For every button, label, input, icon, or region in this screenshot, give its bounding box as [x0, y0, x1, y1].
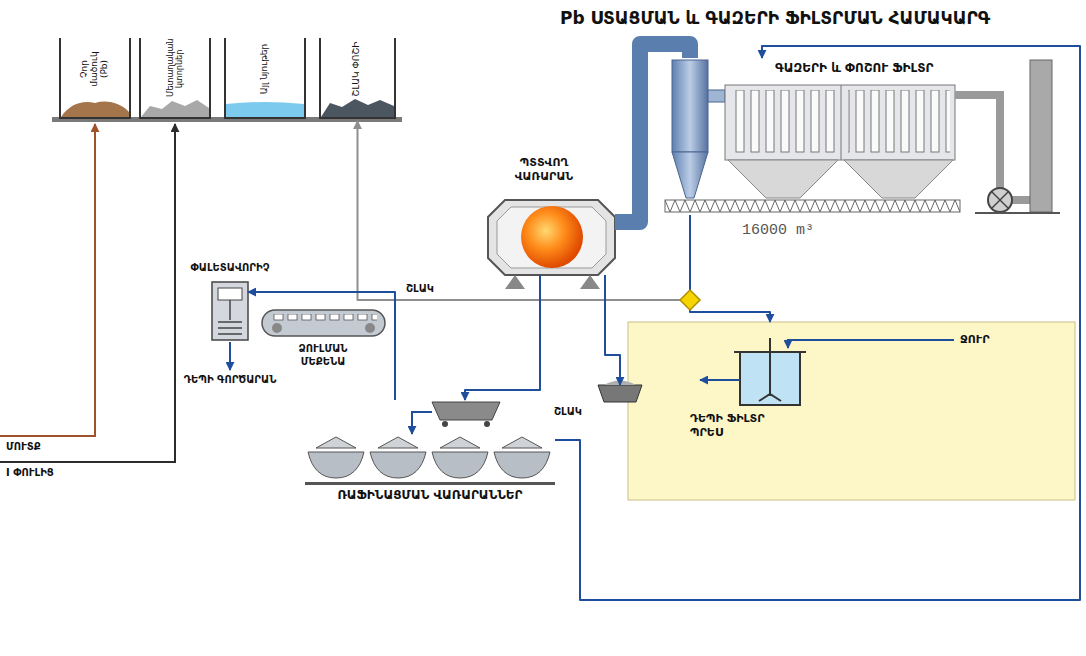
process-node: ՋՈՒՐ ԴԵՊԻ ՖԻԼՏՐ ՊՐԵՍ: [628, 322, 1075, 500]
flow-connector: [605, 275, 620, 385]
process-node: Այլ նյութեր: [225, 38, 305, 121]
plain-label: ՄՈՒՏՔ: [6, 441, 41, 453]
refining-kettle: [370, 452, 426, 478]
conveyor-wheel: [272, 323, 282, 333]
connector-label: ՇԼԱԿ: [404, 283, 436, 295]
node-label: Մետաղական կտորներ: [166, 41, 184, 97]
process-node: ԳԱԶԵՐԻ և ՓՈՇՈՒ ՖԻԼՏՐ: [662, 58, 958, 215]
slag-pot: [598, 385, 642, 402]
node-label: ՓԱԼԵՏԱՎՈՐԻՉ: [180, 262, 280, 274]
filter-bags: [730, 90, 835, 154]
node-label: ՊՏՏՎՈՂ ՎԱՌԱՐԱՆ: [502, 156, 586, 184]
node-label: ՇԼԱԿ ՓՈՇԻ: [352, 41, 362, 97]
cyclone-body: [672, 60, 708, 152]
cyclone-cone: [672, 152, 708, 198]
casting-conveyor: [262, 310, 385, 336]
paste-pile: [61, 102, 129, 117]
furnace-fire: [521, 206, 583, 268]
water-line: [788, 340, 954, 348]
ladle-wheel: [442, 421, 448, 427]
furnace-shell: [488, 200, 615, 275]
connecting-pipe: [708, 90, 725, 102]
exhaust-pipe: [1012, 196, 1030, 204]
node-label: ԳԱԶԵՐԻ և ՓՈՇՈՒ ՖԻԼՏՐ: [775, 61, 934, 75]
process-node: ՌԱՖԻՆԱՑՄԱՆ ՎԱՌԱՐԱՆՆԵՐ: [305, 400, 555, 480]
process-node: ՊՏՏՎՈՂ ՎԱՌԱՐԱՆ: [488, 200, 615, 275]
refining-kettle: [432, 452, 488, 478]
treatment-area: [628, 322, 1075, 500]
plain-label: ԴԵՊԻ ԳՈՐԾԱՐԱՆ: [180, 374, 280, 386]
process-node: ՇԼԱԿ: [598, 385, 642, 403]
plain-label: I ՓՈՒԼԻՑ: [6, 467, 54, 479]
mixer-shaft: [769, 338, 771, 396]
screw-conveyor: [665, 200, 960, 212]
diagram-title: Pb ՍՏԱՑՄԱՆ և ԳԱԶԵՐԻ ՖԻԼՏՐՄԱՆ ՀԱՄԱԿԱՐԳ: [560, 8, 990, 28]
process-node: ՁՈՒԼՄԱՆ ՄԵՔԵՆԱ: [262, 310, 385, 336]
feed-line: [0, 124, 175, 462]
node-label: ՋՈՒՐ: [960, 333, 990, 346]
chimney-stack: [1030, 60, 1052, 212]
fan-blade: [992, 192, 1008, 208]
kettle-hood: [316, 437, 356, 448]
process-node: Մետաղական կտորներ: [140, 38, 210, 121]
exhaust-pipe: [955, 95, 1000, 188]
ladle-wheel: [484, 421, 490, 427]
process-node: ՇԼԱԿ ՓՈՇԻ: [320, 38, 395, 121]
flow-connector: [465, 275, 540, 400]
bin-wall: [320, 38, 395, 118]
filter-bags: [848, 90, 950, 154]
kettle-hood: [378, 437, 418, 448]
furnace-support: [505, 275, 525, 289]
palletizer-head: [218, 288, 242, 300]
bin-wall: [225, 38, 305, 118]
refining-kettle: [308, 452, 364, 478]
dust-hopper: [728, 160, 838, 198]
process-node: ՓԱԼԵՏԱՎՈՐԻՉ: [212, 282, 248, 340]
mould-row: [272, 314, 377, 321]
flow-connector: [358, 121, 691, 300]
feed-line: [0, 124, 95, 436]
mixer-blade: [759, 394, 781, 401]
metal-pile: [141, 100, 209, 117]
furnace-shell-inner: [497, 207, 606, 268]
dispatch-line: [229, 342, 231, 370]
palletizer-frame: [212, 282, 248, 340]
node-label: Չոր մածուկ (Pb): [80, 41, 110, 97]
exhaust-fan: [988, 188, 1012, 212]
dust-hopper: [844, 160, 953, 198]
dust-pile: [321, 99, 394, 117]
kettle-hood: [502, 437, 542, 448]
ladle: [432, 402, 500, 420]
node-label: ՇԼԱԿ: [554, 406, 582, 418]
pallet-stack: [218, 300, 242, 334]
node-label: ՁՈՒԼՄԱՆ ՄԵՔԵՆԱ: [278, 342, 368, 368]
chamber-divider: [841, 85, 842, 160]
outlet-line: [700, 379, 740, 381]
process-node: Չոր մածուկ (Pb): [60, 38, 130, 121]
node-label: ՌԱՖԻՆԱՑՄԱՆ ՎԱՌԱՐԱՆՆԵՐ: [305, 488, 555, 502]
flow-connector: [615, 44, 690, 222]
bin-wall: [140, 38, 210, 118]
kettle-hood: [440, 437, 480, 448]
kettle-platform: [305, 482, 555, 485]
filter-housing: [725, 85, 955, 160]
pour-line: [412, 412, 432, 434]
conveyor-wheel: [365, 323, 375, 333]
node-label: Այլ նյութեր: [260, 41, 270, 97]
flow-connector: [555, 46, 1080, 600]
ground-line: [975, 212, 1060, 214]
plain-label: 16000 m³: [742, 222, 814, 240]
furnace-support: [580, 275, 600, 289]
refining-kettle: [494, 452, 550, 478]
node-label: ԴԵՊԻ ՖԻԼՏՐ ՊՐԵՍ: [690, 412, 785, 440]
splitter-diamond: [680, 290, 700, 310]
bin-wall: [60, 38, 130, 118]
liquid-fill: [226, 102, 304, 117]
